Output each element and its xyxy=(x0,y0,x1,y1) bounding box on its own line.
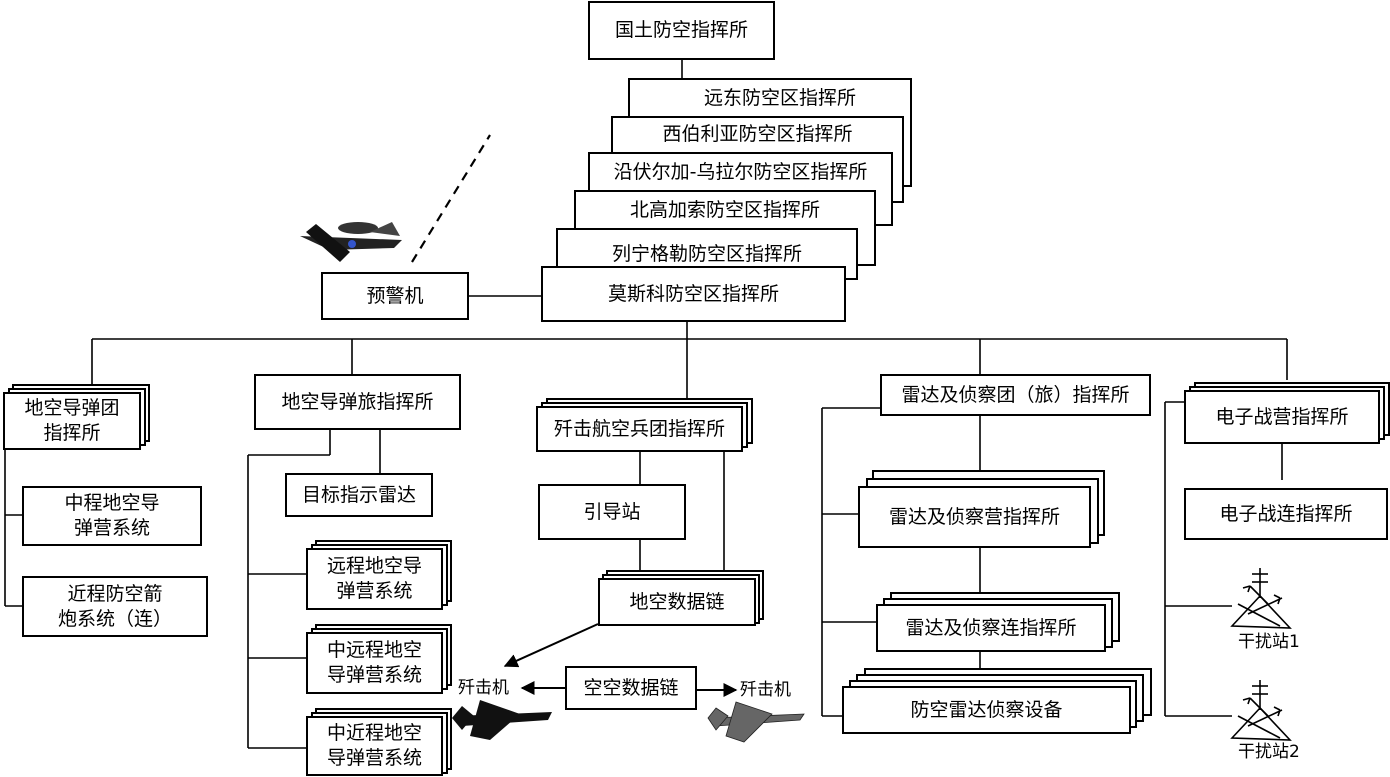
medium-short-range-sam-battalion-box: 中近程地空 导弹营系统 xyxy=(306,716,443,776)
sam-brigade-command-box: 地空导弹旅指挥所 xyxy=(254,374,461,430)
short-range-ad-system-box: 近程防空箭 炮系统（连） xyxy=(22,576,208,637)
radar-recon-regiment-command-box: 雷达及侦察团（旅）指挥所 xyxy=(880,374,1151,416)
fighter-left-label: 歼击机 xyxy=(458,678,509,698)
guidance-station-box: 引导站 xyxy=(538,484,686,540)
jammer-station-1-icon xyxy=(1230,568,1292,629)
medium-long-range-sam-battalion-box: 中远程地空 导弹营系统 xyxy=(306,632,443,694)
national-ad-command-box: 国土防空指挥所 xyxy=(588,1,775,60)
fighter-left-icon xyxy=(452,700,552,740)
air-air-datalink-box: 空空数据链 xyxy=(565,666,697,710)
fighter-right-icon xyxy=(707,701,805,743)
aew-aircraft-box: 预警机 xyxy=(321,272,469,320)
jammer-station-1-label: 干扰站1 xyxy=(1238,632,1300,652)
aew-aircraft-icon xyxy=(300,222,402,262)
ad-radar-recon-equipment-box: 防空雷达侦察设备 xyxy=(842,686,1131,734)
long-range-sam-battalion-box: 远程地空导 弹营系统 xyxy=(306,548,443,610)
fighter-right-label: 歼击机 xyxy=(740,680,791,700)
moscow-ad-region-box: 莫斯科防空区指挥所 xyxy=(541,266,846,322)
sam-regiment-command-box: 地空导弹团 指挥所 xyxy=(3,392,141,450)
ew-battalion-command-box: 电子战营指挥所 xyxy=(1184,390,1380,444)
ew-company-command-box: 电子战连指挥所 xyxy=(1184,488,1388,540)
target-indication-radar-box: 目标指示雷达 xyxy=(285,473,433,517)
radar-recon-battalion-command-box: 雷达及侦察营指挥所 xyxy=(858,486,1091,548)
ground-air-datalink-box: 地空数据链 xyxy=(598,578,756,626)
radar-recon-company-command-box: 雷达及侦察连指挥所 xyxy=(876,604,1106,652)
fighter-division-command-box: 歼击航空兵团指挥所 xyxy=(536,406,743,452)
jammer-station-2-icon xyxy=(1230,680,1292,741)
medium-range-sam-battalion-box: 中程地空导 弹营系统 xyxy=(22,486,202,546)
jammer-station-2-label: 干扰站2 xyxy=(1238,742,1300,762)
